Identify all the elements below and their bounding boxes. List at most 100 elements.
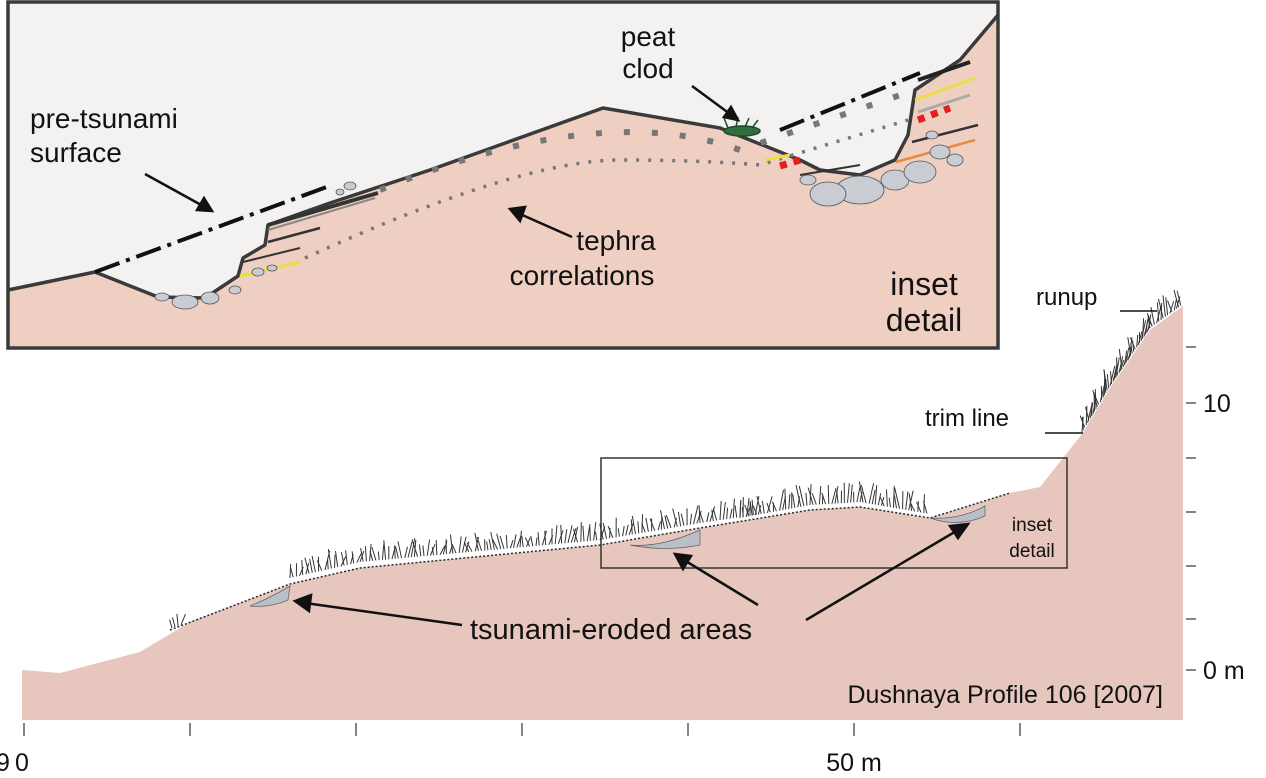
grass-blade: [590, 527, 591, 541]
grass-blade: [596, 532, 597, 541]
x-tick-0: 0: [15, 749, 29, 777]
runup-label: runup: [1036, 284, 1097, 311]
peat-clod-label-line1: peat: [621, 21, 676, 52]
grass-blade: [170, 620, 172, 628]
grass-blade: [382, 544, 384, 560]
grass-blade: [520, 531, 521, 548]
grass-blade: [819, 486, 820, 504]
grass-blade: [1143, 318, 1144, 339]
grass-blade: [336, 551, 338, 567]
pre-tsunami-label-line1: pre-tsunami: [30, 103, 178, 134]
x-tick-50: 50 m: [826, 749, 882, 777]
y-tick-10: 10: [1203, 390, 1231, 418]
grass-blade: [317, 561, 322, 571]
grass-blade: [565, 529, 567, 543]
grass-blade: [302, 560, 303, 575]
grass-blade: [291, 568, 294, 577]
pre-tsunami-label-line2: surface: [30, 137, 122, 168]
grass-blade: [1163, 295, 1165, 316]
eroded-areas-label: tsunami-eroded areas: [470, 614, 752, 646]
grass-blade: [561, 525, 562, 544]
grass-blade: [1137, 335, 1138, 347]
grass-blade: [752, 500, 753, 515]
grass-blade: [328, 560, 329, 569]
grass-blade: [857, 487, 860, 502]
grass-blade: [506, 535, 507, 549]
grass-blade: [906, 492, 908, 510]
grass-blade: [878, 493, 880, 505]
grass-blade: [555, 525, 557, 544]
grass-blade: [181, 614, 186, 625]
grass-blade: [173, 618, 176, 628]
tephra-label-line1: tephra: [576, 225, 656, 256]
grass-blade: [762, 501, 764, 514]
grass-blade: [365, 546, 366, 561]
grass-blade: [423, 546, 424, 557]
grass-blade: [733, 499, 734, 519]
grass-blade: [789, 494, 790, 509]
grass-blade: [690, 514, 691, 525]
grass-blade: [538, 532, 539, 545]
y-tick-0: 0 m: [1203, 657, 1245, 685]
inset-detail-label-line2: detail: [886, 302, 963, 338]
grass-blade: [510, 540, 513, 548]
grass-blade: [723, 502, 725, 520]
grass-blade: [646, 518, 649, 532]
grass-blade: [851, 484, 853, 502]
grass-blade: [828, 485, 829, 504]
grass-blade: [618, 528, 619, 536]
grass-blade: [700, 514, 703, 523]
grass-blade: [398, 541, 402, 558]
y-axis: [1186, 347, 1196, 670]
grass-blade: [177, 614, 178, 626]
grass-blade: [396, 547, 399, 558]
tephra-label-line2: correlations: [510, 260, 655, 291]
grass-blade: [1168, 301, 1173, 312]
grass-blade: [419, 545, 420, 557]
grass-blade: [713, 509, 716, 521]
grass-blade: [436, 540, 437, 555]
grass-blade: [608, 526, 613, 538]
grass-blade: [531, 536, 533, 546]
grass-blade: [875, 485, 877, 504]
grass-blade: [889, 498, 890, 507]
grass-blade: [594, 522, 596, 541]
grass-blade: [583, 526, 584, 542]
grass-blade: [335, 555, 336, 568]
grass-blade: [730, 509, 732, 519]
profile-caption: Dushnaya Profile 106 [2007]: [848, 681, 1164, 709]
grass-blade: [522, 536, 523, 547]
grass-blade: [887, 490, 888, 507]
inset-detail-label-line1: inset: [890, 266, 958, 302]
inset-box-label-line1: inset: [1012, 515, 1053, 536]
grass-blade: [740, 500, 741, 518]
grass-blade: [707, 512, 709, 522]
peat-clod-label-line2: clod: [622, 53, 673, 84]
grass-blade: [427, 540, 429, 556]
grass-blade: [793, 494, 795, 508]
grass-blade: [735, 506, 737, 518]
grass-blade: [489, 539, 491, 550]
grass-blade: [872, 490, 875, 504]
main-soil-body: [22, 306, 1183, 720]
x-tick-cut: 9: [0, 749, 10, 777]
grass-blade: [623, 526, 625, 536]
grass-blade: [536, 538, 537, 546]
inset-panel: peat clod pre-tsunami surface tephra cor…: [8, 2, 998, 348]
grass-blade: [290, 564, 291, 578]
grass-blade: [894, 495, 896, 508]
grass-blade: [848, 483, 850, 503]
trim-line-label: trim line: [925, 405, 1009, 432]
inset-box-label-line2: detail: [1009, 541, 1054, 562]
grass-blade: [658, 521, 660, 530]
grass-blade: [312, 556, 315, 572]
grass-blade: [581, 522, 582, 542]
grass-blade: [631, 519, 632, 534]
grass-blade: [650, 519, 655, 531]
grass-blade: [806, 493, 807, 506]
grass-blade: [678, 512, 680, 526]
grass-blade: [459, 536, 461, 553]
grass-blade: [1151, 307, 1155, 325]
grass-blade: [405, 547, 408, 558]
